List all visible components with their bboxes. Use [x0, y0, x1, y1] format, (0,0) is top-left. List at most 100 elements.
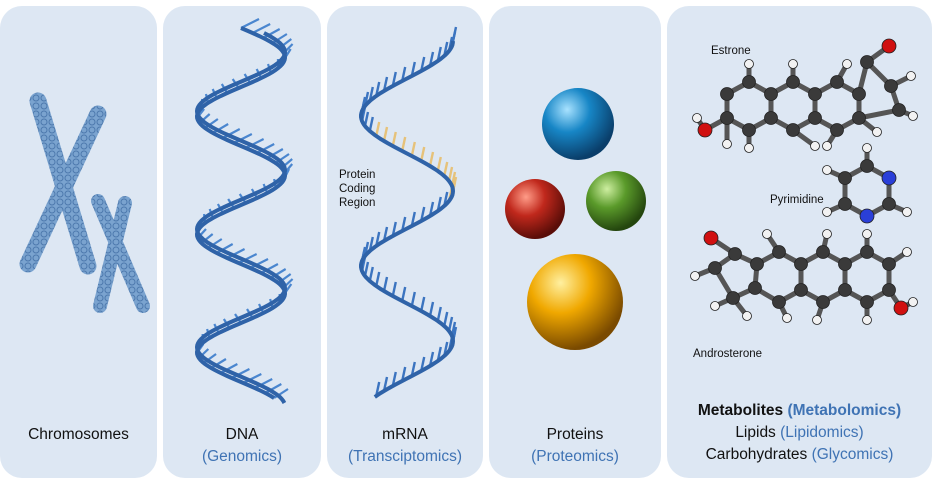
atom	[750, 257, 764, 271]
dna-base-pair	[249, 258, 269, 269]
atom	[692, 113, 702, 123]
pyrimidine-molecule	[822, 143, 912, 224]
dna-base-pair	[254, 378, 273, 389]
mrna-base	[382, 276, 389, 292]
mrna-strand-illustration	[359, 26, 458, 399]
chromosomes-illustration	[19, 92, 150, 313]
pyrimidine-label: Pyrimidine	[770, 194, 824, 206]
atom	[838, 283, 852, 297]
carbohydrates-label: Carbohydrates	[705, 446, 808, 463]
region-label-line-2: Coding	[339, 183, 376, 195]
atom	[822, 229, 832, 239]
atom	[881, 170, 897, 186]
atom	[690, 271, 700, 281]
atom	[902, 247, 912, 257]
protein-sphere-yellow	[527, 254, 623, 350]
dna-base-pair	[264, 383, 282, 394]
lipidomics-label: (Lipidomics)	[780, 424, 864, 441]
dna-rungs	[196, 18, 294, 399]
coding-region-base	[391, 131, 397, 147]
dna-base-pair	[231, 368, 250, 379]
atom	[722, 139, 732, 149]
dna-base-pair	[222, 128, 241, 139]
atom	[852, 111, 866, 125]
atom	[786, 123, 800, 137]
atom	[772, 295, 786, 309]
dna-base-pair	[212, 123, 229, 134]
atom	[703, 230, 719, 246]
mrna-base	[368, 266, 374, 282]
mrna-base	[375, 271, 381, 287]
atom	[862, 315, 872, 325]
atom	[908, 111, 918, 121]
mrna-base	[428, 301, 435, 317]
glycomics-label: (Glycomics)	[811, 446, 894, 463]
atom	[762, 229, 772, 239]
dna-base-pair	[240, 18, 260, 29]
atom	[788, 59, 798, 69]
atom	[892, 103, 906, 117]
atom	[697, 122, 713, 138]
dna-panel: DNA (Genomics)	[163, 6, 321, 478]
atom	[860, 55, 874, 69]
atom	[720, 87, 734, 101]
dna-base-pair	[216, 243, 234, 254]
atom	[860, 295, 874, 309]
androsterone-molecule	[690, 229, 918, 325]
mrna-base	[368, 116, 374, 132]
atom	[728, 247, 742, 261]
atom	[786, 75, 800, 89]
androsterone-label: Androsterone	[693, 348, 763, 360]
atom	[830, 123, 844, 137]
dna-base-pair	[245, 138, 265, 149]
coding-region-base	[410, 141, 416, 157]
molecules-illustration	[690, 38, 918, 325]
mrna-base	[420, 296, 426, 312]
atom	[726, 291, 740, 305]
atom	[893, 300, 909, 316]
dna-base-pair	[252, 23, 271, 34]
proteins-illustration	[505, 88, 646, 350]
atom	[710, 301, 720, 311]
atom	[860, 245, 874, 259]
metabolites-title: Metabolites	[697, 402, 784, 419]
atom	[906, 71, 916, 81]
mrna-base	[391, 281, 397, 297]
atom	[882, 257, 896, 271]
atom	[812, 315, 822, 325]
atom	[882, 197, 896, 211]
dna-base-pair	[256, 143, 275, 154]
atom	[764, 87, 778, 101]
dna-base-pair	[266, 148, 284, 159]
mrna-base	[443, 311, 449, 327]
atom	[816, 295, 830, 309]
atom	[794, 283, 808, 297]
coding-region-base	[382, 126, 389, 142]
coding-region-base	[436, 156, 442, 172]
region-label-line-3: Region	[339, 197, 376, 209]
atom	[859, 208, 875, 224]
atom	[810, 141, 820, 151]
lipids-label: Lipids	[735, 424, 776, 441]
protein-coding-region-label: Protein Coding Region	[339, 168, 375, 210]
mrna-title: mRNA	[382, 426, 428, 443]
atom	[838, 257, 852, 271]
dna-base-pair	[262, 28, 281, 39]
atom	[842, 59, 852, 69]
protein-sphere-blue	[542, 88, 614, 160]
dna-title: DNA	[225, 426, 259, 443]
atom	[720, 111, 734, 125]
atom	[838, 171, 852, 185]
dna-base-pair	[238, 253, 258, 264]
atom	[838, 197, 852, 211]
protein-sphere-red	[505, 179, 565, 239]
dna-strand-1	[194, 26, 288, 400]
atom	[822, 165, 832, 175]
chromosome-large	[19, 92, 107, 275]
proteins-subtitle: (Proteomics)	[531, 448, 619, 465]
atom	[884, 79, 898, 93]
proteins-title: Proteins	[546, 426, 604, 443]
atom	[822, 141, 832, 151]
atom	[742, 75, 756, 89]
atom	[742, 123, 756, 137]
